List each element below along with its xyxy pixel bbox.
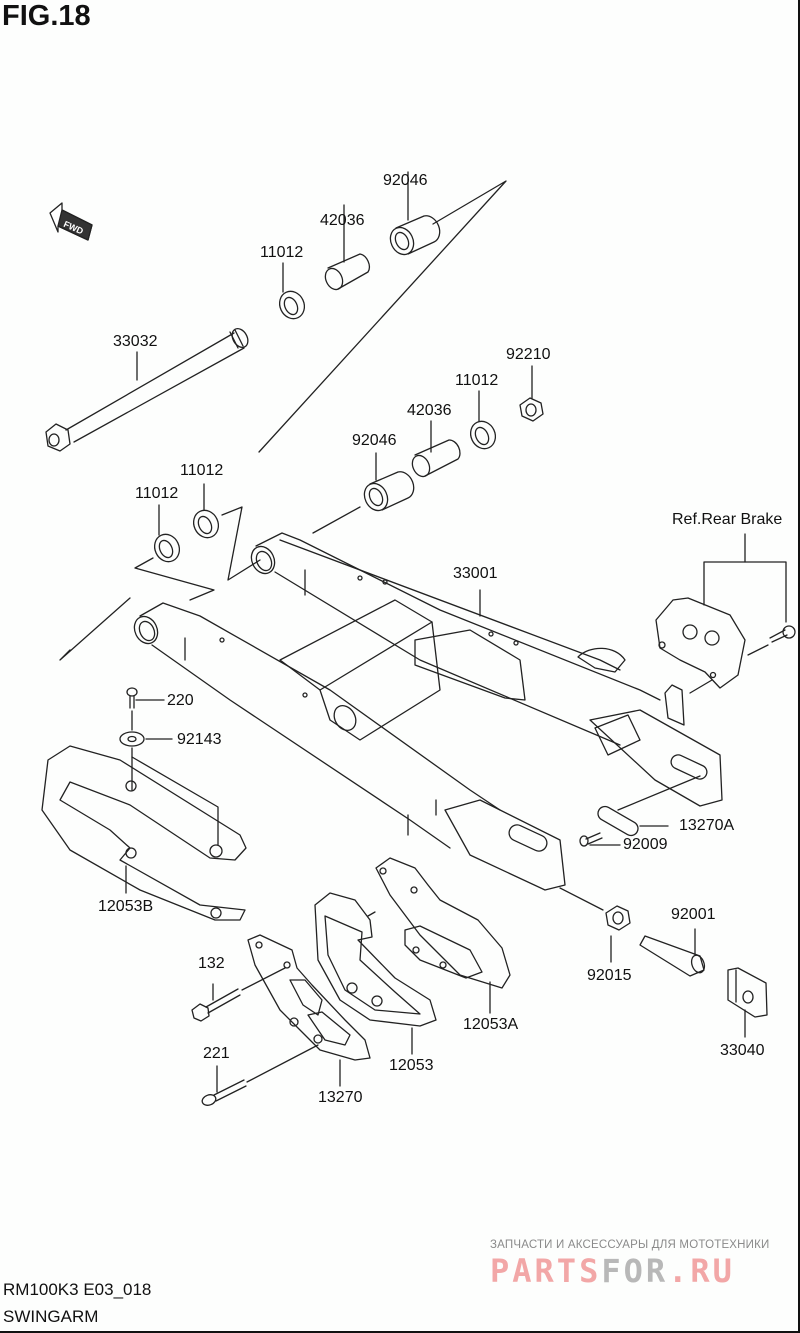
nut-92015	[559, 887, 631, 963]
chain-guide-12053A	[375, 857, 511, 1014]
part-label-33032[interactable]: 33032	[113, 333, 158, 350]
part-label-42036-mid[interactable]: 42036	[407, 402, 452, 419]
part-label-ref-rear-brake[interactable]: Ref.Rear Brake	[672, 511, 783, 528]
part-label-92001[interactable]: 92001	[671, 906, 716, 923]
watermark-tagline: ЗАПЧАСТИ И АКСЕССУАРЫ ДЛЯ МОТОТЕХНИКИ	[490, 1239, 770, 1251]
bolt-132	[191, 967, 286, 1022]
part-label-221[interactable]: 221	[203, 1045, 230, 1062]
swingarm-33001	[133, 532, 723, 891]
screw-221	[201, 1044, 319, 1106]
seal-11012-mid	[469, 390, 497, 450]
washer-92143	[119, 731, 173, 791]
reference-lines-top	[258, 180, 507, 453]
part-label-13270A[interactable]: 13270A	[679, 817, 735, 834]
part-label-33001[interactable]: 33001	[453, 565, 498, 582]
part-label-220[interactable]: 220	[167, 692, 194, 709]
model-code: RM100K3 E03_018	[3, 1280, 152, 1299]
needle-bearing-92046-mid	[312, 452, 415, 534]
adjuster-plate-13270A	[597, 775, 701, 837]
nut-92210	[519, 365, 544, 422]
watermark-logo-ru: .RU	[668, 1252, 735, 1290]
seal-11012-left-a	[59, 504, 215, 661]
screw-220	[126, 687, 165, 731]
seal-11012-left-b	[192, 483, 261, 581]
sprocket-cover-13270	[247, 934, 371, 1087]
screw-92009	[579, 832, 621, 847]
brake-bolt	[769, 625, 796, 643]
watermark-logo-parts: PARTS	[490, 1252, 602, 1290]
spacer-42036-mid	[411, 420, 461, 478]
part-label-92046-top[interactable]: 92046	[383, 172, 428, 189]
section-name: SWINGARM	[3, 1307, 99, 1326]
part-label-12053A[interactable]: 12053A	[463, 1016, 519, 1033]
fwd-arrow-icon: FWD	[49, 202, 93, 241]
watermark-logo: PARTSFOR.RU	[490, 1252, 735, 1290]
part-label-33040[interactable]: 33040	[720, 1042, 765, 1059]
bolt-92001	[639, 928, 706, 977]
part-label-92210[interactable]: 92210	[506, 346, 551, 363]
part-label-92143[interactable]: 92143	[177, 731, 222, 748]
figure-title: FIG.18	[2, 0, 91, 32]
watermark-logo-for: FOR	[601, 1252, 669, 1290]
nut-clip-33040	[727, 967, 768, 1038]
part-label-12053B[interactable]: 12053B	[98, 898, 154, 915]
needle-bearing-92046-top	[389, 171, 441, 256]
part-label-11012-top[interactable]: 11012	[260, 244, 304, 261]
part-label-42036-top[interactable]: 42036	[320, 212, 365, 229]
part-label-132[interactable]: 132	[198, 955, 225, 972]
rear-brake-bracket	[655, 533, 796, 694]
part-label-12053[interactable]: 12053	[389, 1057, 434, 1074]
part-label-92009[interactable]: 92009	[623, 836, 668, 853]
part-label-11012-left-a[interactable]: 11012	[135, 485, 179, 502]
chain-guide-12053	[314, 892, 437, 1055]
seal-11012-top	[278, 262, 306, 320]
pivot-shaft-33032	[45, 328, 249, 452]
chain-slider-12053B	[41, 745, 247, 921]
part-label-11012-mid[interactable]: 11012	[455, 372, 499, 389]
part-label-11012-left-b[interactable]: 11012	[180, 462, 224, 479]
part-label-13270[interactable]: 13270	[318, 1089, 363, 1106]
part-label-92015[interactable]: 92015	[587, 967, 632, 984]
spacer-42036-top	[324, 204, 370, 291]
part-label-92046-mid[interactable]: 92046	[352, 432, 397, 449]
